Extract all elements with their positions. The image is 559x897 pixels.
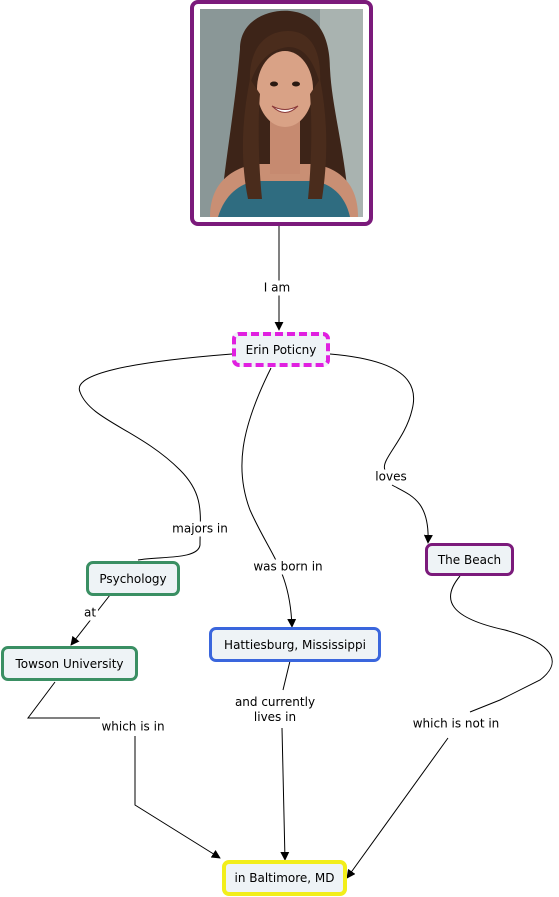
link-label-currently-line1: and currently [234, 695, 316, 709]
profile-photo [200, 9, 363, 217]
node-hattiesburg-label: Hattiesburg, Mississippi [224, 637, 366, 652]
link-towson-to-baltimore [27, 681, 220, 858]
node-towson-university[interactable]: Towson University [1, 646, 138, 681]
node-the-beach[interactable]: The Beach [425, 543, 514, 576]
node-psychology[interactable]: Psychology [86, 561, 180, 596]
link-hattiesburg-to-baltimore [282, 660, 290, 860]
node-hattiesburg[interactable]: Hattiesburg, Mississippi [209, 627, 381, 662]
link-label-was-born-in: was born in [251, 559, 325, 575]
link-label-currently-line2: lives in [253, 710, 297, 724]
node-towson-label: Towson University [15, 656, 124, 671]
portrait-image [200, 9, 363, 217]
link-label-which-is-in: which is in [99, 719, 167, 735]
node-erin-label: Erin Poticny [245, 342, 317, 357]
link-label-which-is-not-in: which is not in [410, 716, 502, 732]
profile-photo-node[interactable] [190, 0, 373, 226]
link-erin-to-beach [329, 353, 428, 543]
link-beach-to-baltimore [347, 575, 553, 878]
link-label-i-am: I am [261, 280, 293, 296]
node-baltimore-label: in Baltimore, MD [234, 871, 335, 885]
link-label-loves: loves [373, 469, 409, 485]
link-label-majors-in: majors in [170, 521, 230, 537]
node-baltimore[interactable]: in Baltimore, MD [222, 860, 347, 896]
link-label-and-currently-lives-in: and currently lives in [232, 695, 318, 725]
link-erin-to-hattiesburg [241, 367, 297, 628]
node-erin-poticny[interactable]: Erin Poticny [232, 332, 330, 367]
link-label-at: at [81, 605, 99, 621]
node-psychology-label: Psychology [99, 571, 167, 586]
node-beach-label: The Beach [437, 552, 502, 567]
link-erin-to-psychology [78, 353, 233, 561]
